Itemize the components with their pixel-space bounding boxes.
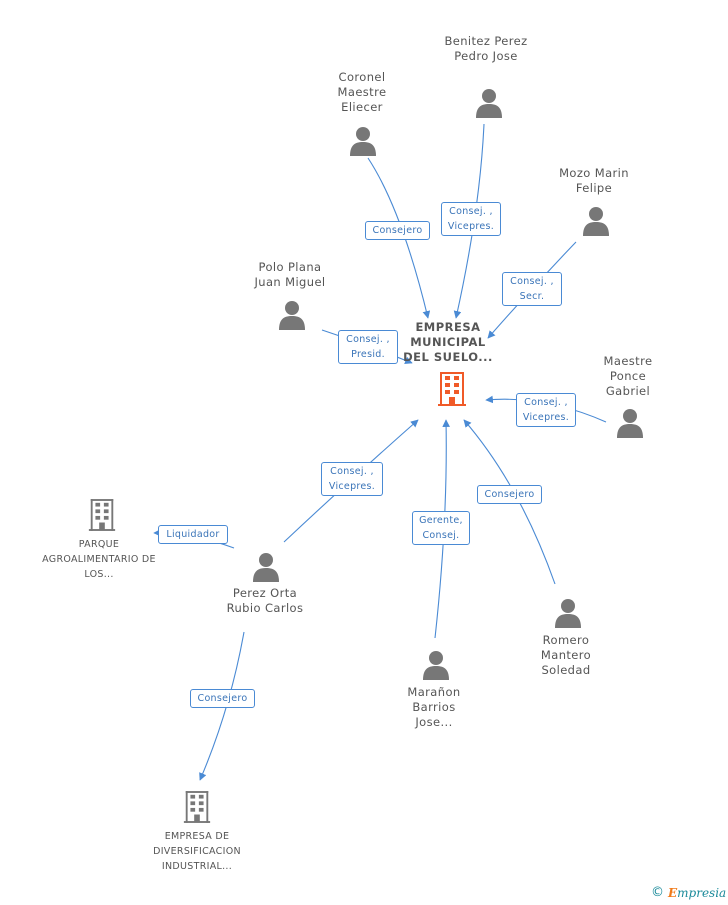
role-text: Vicepres. [522, 412, 570, 423]
role-text: Consejero [484, 489, 535, 500]
brand-logo: Empresia [668, 886, 726, 900]
role-box-benitez[interactable]: Consej. , Vicepres. [441, 202, 501, 236]
person-icon[interactable] [616, 408, 644, 438]
role-text: Consej. , [346, 334, 390, 345]
building-icon[interactable] [87, 498, 117, 532]
role-box-maranon[interactable]: Gerente, Consej. [412, 511, 470, 545]
role-box-perez-div[interactable]: Consejero [190, 689, 255, 708]
person-icon[interactable] [582, 206, 610, 236]
role-text: Consejero [197, 693, 248, 704]
brand-logo-initial: E [668, 886, 678, 900]
person-label-maestre[interactable]: Maestre Ponce Gabriel [603, 354, 653, 398]
person-label-benitez[interactable]: Benitez Perez Pedro Jose [444, 34, 528, 63]
person-label-polo[interactable]: Polo Plana Juan Miguel [254, 260, 326, 289]
role-box-romero[interactable]: Consejero [477, 485, 542, 504]
center-company-label[interactable]: EMPRESA MUNICIPAL DEL SUELO... [403, 320, 493, 364]
role-text: Consej. , [330, 466, 374, 477]
role-text: Liquidador [166, 529, 220, 540]
role-text: Vicepres. [447, 221, 495, 232]
person-label-maranon[interactable]: Marañon Barrios Jose... [407, 685, 461, 729]
role-box-perez[interactable]: Consej. , Vicepres. [321, 462, 383, 496]
person-icon[interactable] [422, 650, 450, 680]
company-label-diversificacion[interactable]: EMPRESA DE DIVERSIFICACION INDUSTRIAL... [153, 831, 241, 872]
role-text: Consej. , [510, 276, 554, 287]
person-label-coronel[interactable]: Coronel Maestre Eliecer [337, 70, 387, 114]
person-label-romero[interactable]: Romero Mantero Soledad [540, 633, 592, 677]
copyright-symbol: © [651, 885, 664, 900]
building-icon[interactable] [182, 790, 212, 824]
role-text: Gerente, [419, 515, 463, 526]
role-box-coronel[interactable]: Consejero [365, 221, 430, 240]
role-box-polo[interactable]: Consej. , Presid. [338, 330, 398, 364]
person-label-perez[interactable]: Perez Orta Rubio Carlos [226, 586, 304, 615]
person-label-mozo[interactable]: Mozo Marin Felipe [559, 166, 629, 195]
role-box-maestre[interactable]: Consej. , Vicepres. [516, 393, 576, 427]
role-box-liquidador[interactable]: Liquidador [158, 525, 228, 544]
person-icon[interactable] [252, 552, 280, 582]
role-text: Secr. [519, 291, 545, 302]
person-icon[interactable] [475, 88, 503, 118]
person-icon[interactable] [554, 598, 582, 628]
role-text: Consej. , [524, 397, 568, 408]
role-text: Consej. , [449, 206, 493, 217]
role-box-mozo[interactable]: Consej. , Secr. [502, 272, 562, 306]
role-text: Consejero [372, 225, 423, 236]
person-icon[interactable] [278, 300, 306, 330]
role-text: Presid. [351, 349, 385, 360]
company-label-parque[interactable]: PARQUE AGROALIMENTARIO DE LOS... [42, 539, 156, 580]
role-text: Consej. [422, 530, 460, 541]
person-icon[interactable] [349, 126, 377, 156]
brand-logo-rest: mpresia [677, 886, 727, 900]
building-icon[interactable] [436, 372, 468, 406]
role-text: Vicepres. [328, 481, 376, 492]
